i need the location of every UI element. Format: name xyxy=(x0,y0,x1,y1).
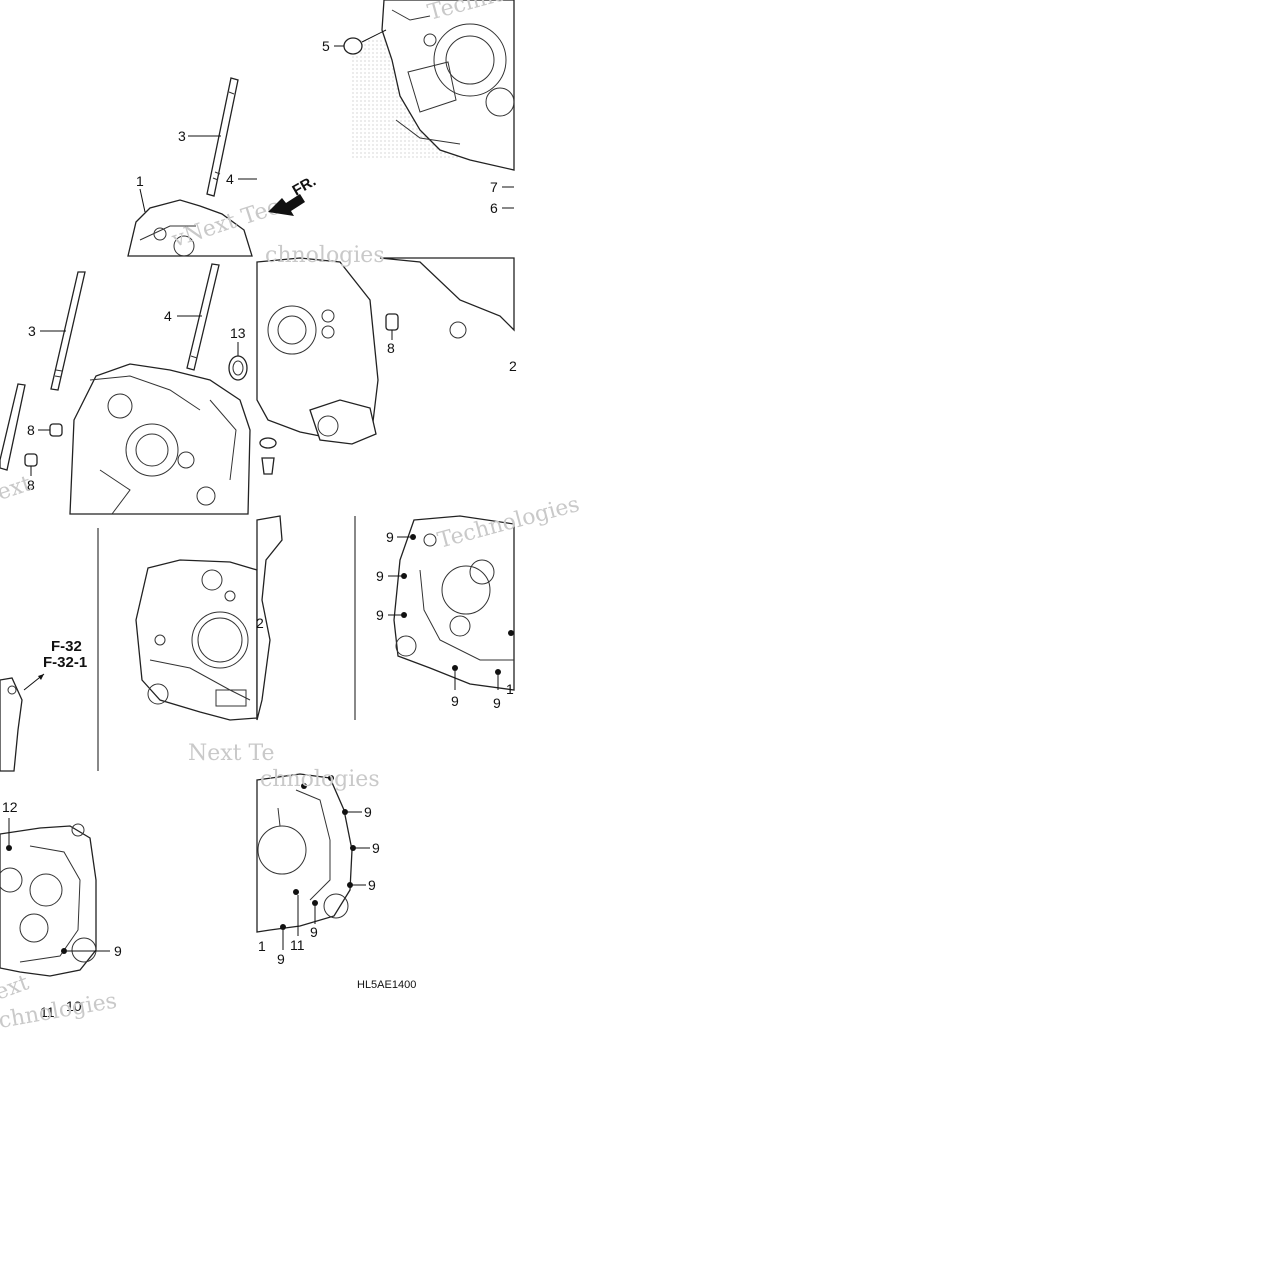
callout-1: 1 xyxy=(136,173,144,189)
sensor-component xyxy=(0,677,23,772)
bearing-13 xyxy=(228,355,248,381)
crankcase-gasket-view xyxy=(135,559,258,721)
tile-middle-right: 8 2 chnologies xyxy=(256,243,517,475)
bolt-hole xyxy=(449,321,467,339)
callout-9: 9 xyxy=(114,943,122,959)
tile-bottom-right: 9 9 9 9 9 11 1 HL5AE1400 chnologies xyxy=(256,767,416,991)
tile-lower-right: 9 9 9 9 9 1 2 Technologies xyxy=(256,492,582,721)
watermark-text: chnologies xyxy=(260,767,380,792)
crankcase-gasket-view xyxy=(393,515,515,691)
watermark-text: Next Te xyxy=(188,741,275,766)
callout-9: 9 xyxy=(386,529,394,545)
callout-9: 9 xyxy=(376,568,384,584)
crankcase-half-1 xyxy=(69,363,251,515)
front-direction-arrow: FR. xyxy=(268,173,319,216)
callout-2: 2 xyxy=(509,358,517,374)
callout-1: 1 xyxy=(506,681,514,697)
dowel-pin-8 xyxy=(24,453,38,467)
callout-12: 12 xyxy=(2,799,18,815)
stud-bolt-4 xyxy=(186,263,220,371)
callout-11: 11 xyxy=(40,1004,55,1020)
callout-8: 8 xyxy=(27,422,35,438)
callout-9: 9 xyxy=(368,877,376,893)
callout-3: 3 xyxy=(28,323,36,339)
callout-9: 9 xyxy=(376,607,384,623)
ref-code: F-32 xyxy=(51,638,82,655)
callout-5: 5 xyxy=(322,38,330,54)
callout-9: 9 xyxy=(364,804,372,820)
callout-9: 9 xyxy=(310,924,318,940)
tile-top-left: 3 1 4 vNext Tec xyxy=(127,77,283,257)
callout-9: 9 xyxy=(451,693,459,709)
crankcase-half-1 xyxy=(127,199,253,257)
callout-10: 10 xyxy=(66,998,82,1014)
callout-8: 8 xyxy=(27,477,35,493)
drain-bolt xyxy=(261,457,275,475)
callout-9: 9 xyxy=(493,695,501,711)
ref-code: F-32-1 xyxy=(43,654,87,671)
watermark-text: chnologies xyxy=(265,243,385,268)
callout-2: 2 xyxy=(256,615,264,631)
dowel-pin-8 xyxy=(385,313,399,331)
tile-bottom-left: 12 9 11 10 ext chnologies xyxy=(0,799,122,1034)
tile-middle-left: 3 4 13 8 8 ext xyxy=(0,263,251,515)
gasket-edge xyxy=(256,515,283,721)
callout-9: 9 xyxy=(372,840,380,856)
stud-bolt-3 xyxy=(50,271,86,391)
callout-4: 4 xyxy=(164,308,172,324)
washer xyxy=(259,437,277,449)
bolt-points xyxy=(6,845,67,954)
image-code: HL5AE1400 xyxy=(357,979,416,991)
crankcase-edge xyxy=(379,257,515,332)
callout-4: 4 xyxy=(226,171,234,187)
o-ring-5 xyxy=(343,37,363,55)
dowel-pin-8 xyxy=(49,423,63,437)
bolt-points xyxy=(280,775,356,930)
front-label: FR. xyxy=(290,173,319,200)
callout-13: 13 xyxy=(230,325,246,341)
tile-top-right: 5 FR. 7 6 Technologies xyxy=(268,0,572,216)
callout-6: 6 xyxy=(490,200,498,216)
crankcase-half-2 xyxy=(381,0,515,171)
callout-7: 7 xyxy=(490,179,498,195)
callout-9: 9 xyxy=(277,951,285,967)
crankcase-gasket-view xyxy=(256,773,353,933)
callout-1: 1 xyxy=(258,938,266,954)
tile-lower-left: F-32 F-32-1 Next Te xyxy=(0,528,275,772)
callout-8: 8 xyxy=(387,340,395,356)
callout-3: 3 xyxy=(178,128,186,144)
callout-11: 11 xyxy=(290,937,305,953)
watermark-text: ext xyxy=(0,970,32,1005)
stud-bolt-partial xyxy=(0,383,26,471)
crankcase-gasket-view xyxy=(0,823,97,977)
bolt-points xyxy=(401,534,514,675)
stud-bolt-3 xyxy=(206,77,239,197)
crankcase-half-2 xyxy=(256,257,379,445)
